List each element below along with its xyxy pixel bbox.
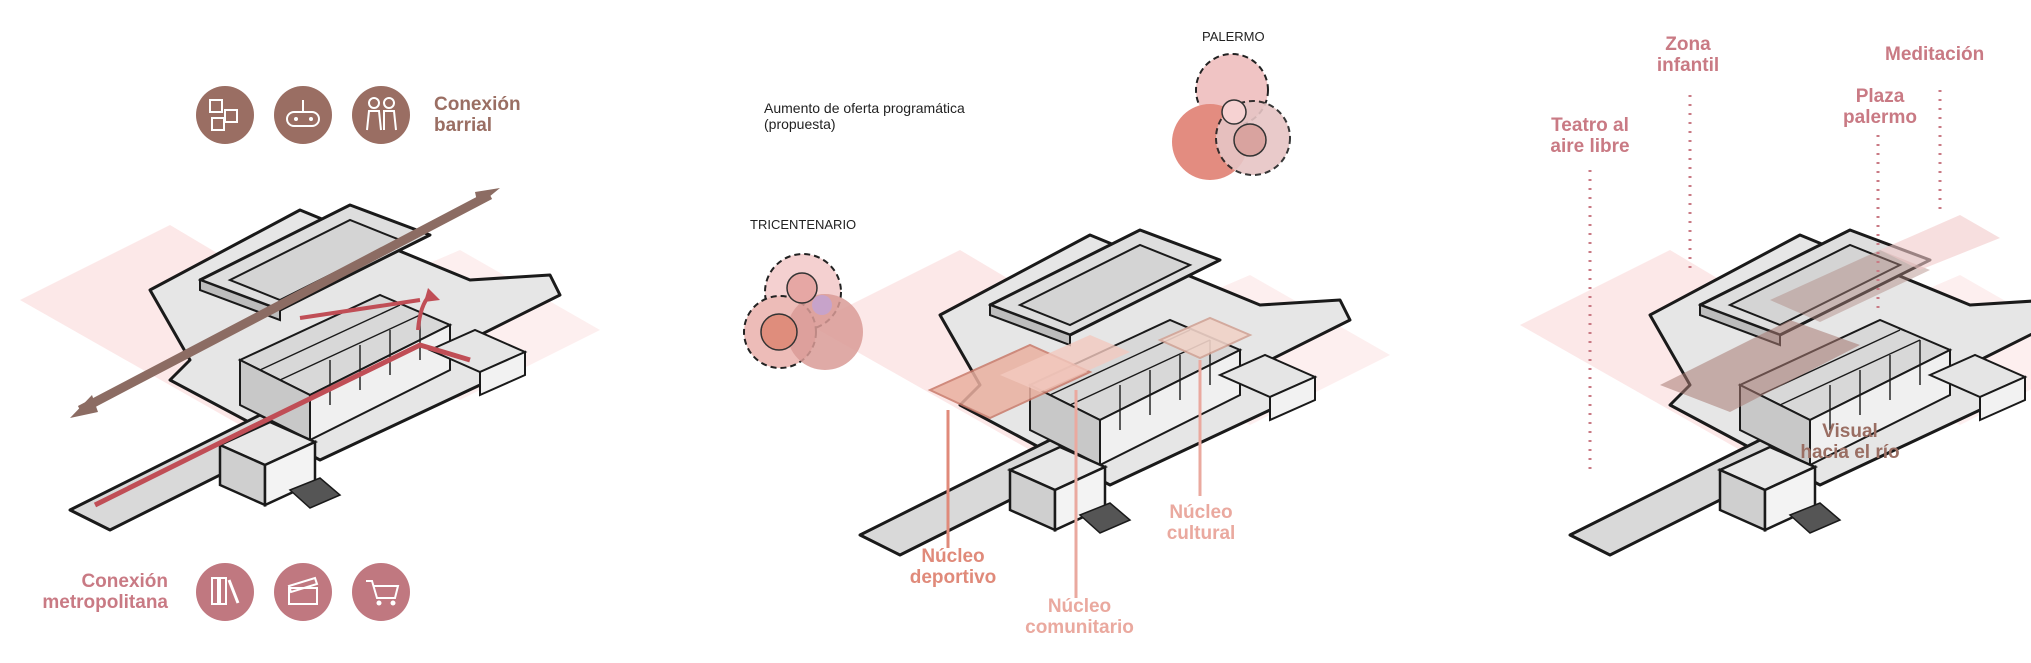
- panel-1-connections: [18, 86, 602, 621]
- abc-blocks-icon: [196, 86, 254, 144]
- nucleo-cultural-volume: [1157, 316, 1253, 360]
- tricentenario-venn: [743, 253, 863, 370]
- metropolitana-path: [93, 342, 471, 508]
- panel-3-spaces: [1518, 90, 2031, 557]
- plaza-highlight: [1880, 215, 2000, 270]
- visual-rio-label: Visual hacia el río: [1800, 421, 1900, 464]
- palermo-venn: [1172, 53, 1291, 180]
- teatro-highlight: [1660, 320, 1860, 412]
- nucleo-deportivo-label: Núcleo deportivo: [909, 546, 997, 589]
- nucleo-comunitario-volume: [1000, 335, 1130, 392]
- gamepad-icon: [274, 86, 332, 144]
- shopping-cart-icon: [352, 563, 410, 621]
- nucleo-comunitario-label: Núcleo comunitario: [1025, 596, 1134, 639]
- books-icon: [196, 563, 254, 621]
- panel-2-subtitle: Aumento de oferta programática (propuest…: [764, 100, 965, 133]
- arrow-head-west: [70, 395, 98, 418]
- plaza-palermo-label: Plaza palermo: [1843, 86, 1917, 129]
- panel-2-program: [743, 53, 1392, 598]
- zona-infantil-label: Zona infantil: [1656, 34, 1720, 77]
- teatro-label: Teatro al aire libre: [1550, 115, 1630, 158]
- family-icon: [352, 86, 410, 144]
- tricentenario-label: TRICENTENARIO: [750, 217, 857, 232]
- conexion-barrial-label: Conexión barrial: [434, 94, 521, 137]
- conexion-metropolitana-label: Conexión metropolitana: [42, 571, 168, 614]
- meditacion-label: Meditación: [1885, 44, 1985, 65]
- palermo-label: PALERMO: [1202, 29, 1265, 44]
- nucleo-cultural-label: Núcleo cultural: [1166, 502, 1236, 545]
- arrow-head-east: [475, 188, 500, 206]
- barrial-arrow: [77, 191, 493, 414]
- clapperboard-icon: [274, 563, 332, 621]
